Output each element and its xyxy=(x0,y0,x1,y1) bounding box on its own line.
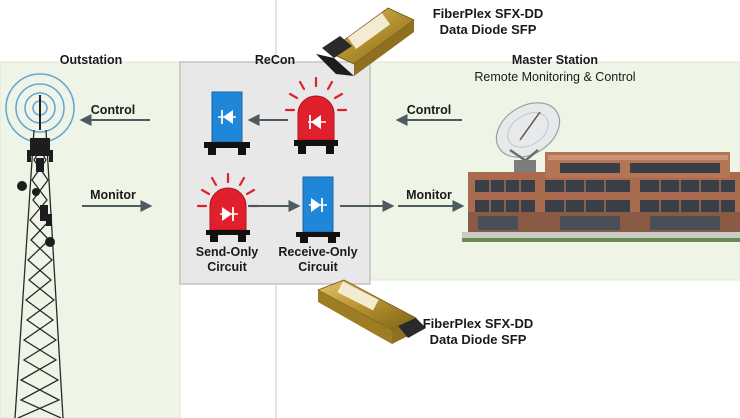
diode-icon xyxy=(296,176,340,243)
master-station-subtitle: Remote Monitoring & Control xyxy=(474,70,636,84)
sfp-module-icon xyxy=(316,7,415,76)
monitor-label-left: Monitor xyxy=(90,188,136,202)
outstation-label: Outstation xyxy=(59,53,123,67)
send-only-line2: Circuit xyxy=(207,260,247,274)
sfp-top-line2: Data Diode SFP xyxy=(439,22,537,37)
flow-arrows xyxy=(79,114,465,212)
sfp-top-line1: FiberPlex SFX-DD xyxy=(432,6,544,21)
beacon-icon xyxy=(284,76,348,154)
satellite-dish-icon xyxy=(495,102,561,172)
receive-only-line1: Receive-Only xyxy=(278,245,358,259)
sfp-bottom-line2: Data Diode SFP xyxy=(429,332,527,347)
receive-only-circuit-label: Receive-Only Circuit xyxy=(278,245,357,275)
send-only-line1: Send-Only xyxy=(195,245,259,259)
master-station-label: Master Station xyxy=(511,53,599,67)
monitor-label-right: Monitor xyxy=(406,188,452,202)
sfp-bottom-caption: FiberPlex SFX-DD Data Diode SFP xyxy=(423,316,534,348)
beacon-icon xyxy=(196,172,260,242)
office-building-icon xyxy=(462,152,740,242)
cell-tower-icon xyxy=(5,73,75,418)
control-label-right: Control xyxy=(406,103,452,117)
sfp-module-icon xyxy=(317,279,426,344)
recon-label: ReCon xyxy=(254,53,296,67)
control-label-left: Control xyxy=(90,103,136,117)
diode-icon xyxy=(204,91,250,155)
sfp-top-caption: FiberPlex SFX-DD Data Diode SFP xyxy=(433,6,544,38)
send-only-circuit-label: Send-Only Circuit xyxy=(196,245,259,275)
sfp-bottom-line1: FiberPlex SFX-DD xyxy=(422,316,534,331)
receive-only-line2: Circuit xyxy=(298,260,338,274)
